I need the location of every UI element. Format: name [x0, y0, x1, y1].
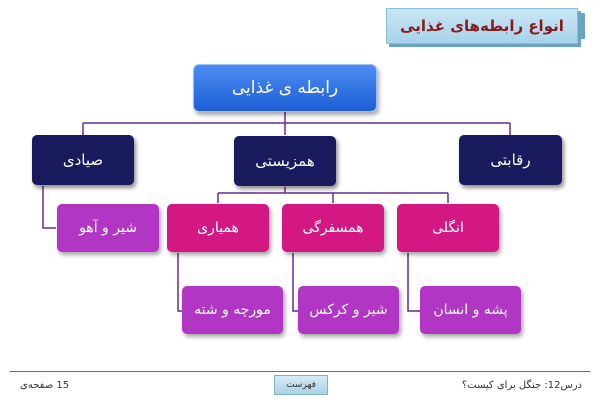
- connector-commensalism-example: [292, 253, 298, 312]
- example-mutualism: مورچه و شته: [182, 286, 283, 334]
- subtype-commensalism: همسفرگی: [282, 204, 384, 252]
- lesson-title: درس12: جنگل برای کیست؟: [461, 380, 582, 391]
- slide-title-text: انواع رابطه‌های غذایی: [400, 17, 564, 35]
- footer-divider: [10, 371, 590, 372]
- category-predation: صیادی: [32, 135, 134, 185]
- connector-mutualism-example: [177, 253, 182, 312]
- example-parasitism: پشه و انسان: [420, 286, 521, 334]
- connector-parasitism-example: [407, 253, 420, 312]
- example-commensalism: شیر و کرکس: [298, 286, 399, 334]
- slide-title: انواع رابطه‌های غذایی: [386, 8, 585, 44]
- category-competition: رقابتی: [459, 135, 562, 185]
- page-number: 15 صفحه‌ی: [20, 380, 70, 391]
- example-predation: شیر و آهو: [57, 204, 159, 252]
- subtype-mutualism: همیاری: [167, 204, 269, 252]
- subtype-parasitism: انگلی: [397, 204, 499, 252]
- connector-predation-example: [42, 186, 56, 229]
- title-accent-stripe: [581, 13, 585, 39]
- table-of-contents-button[interactable]: فهرست: [274, 375, 328, 395]
- category-symbiosis: همزیستی: [234, 136, 336, 186]
- root-node: رابطه ی غذایی: [193, 64, 377, 112]
